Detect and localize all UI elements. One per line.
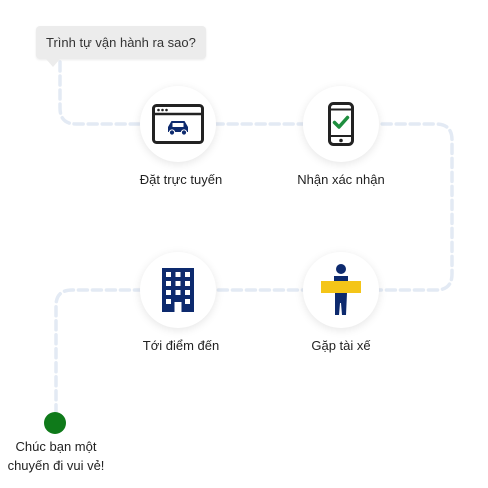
finish-message: Chúc bạn một chuyến đi vui vẻ! <box>0 437 112 475</box>
building-icon <box>162 268 194 312</box>
step-receive-confirmation <box>303 86 379 162</box>
driver-sign-icon <box>321 264 361 315</box>
step-arrive-destination <box>140 252 216 328</box>
step-label: Đặt trực tuyến <box>139 172 223 187</box>
step-label: Gặp tài xế <box>311 338 371 353</box>
step-book-online <box>140 86 216 162</box>
finish-dot <box>44 412 66 434</box>
step-label: Nhận xác nhận <box>297 172 385 187</box>
question-text: Trình tự vận hành ra sao? <box>46 35 196 50</box>
step-meet-driver <box>303 252 379 328</box>
question-bubble: Trình tự vận hành ra sao? <box>36 26 206 59</box>
finish-line-1: Chúc bạn một <box>15 439 97 454</box>
step-label: Tới điểm đến <box>142 338 220 353</box>
phone-check-icon <box>328 102 354 146</box>
bubble-tail <box>46 59 60 67</box>
browser-car-icon <box>152 104 204 144</box>
finish-line-2: chuyến đi vui vẻ! <box>7 458 105 473</box>
